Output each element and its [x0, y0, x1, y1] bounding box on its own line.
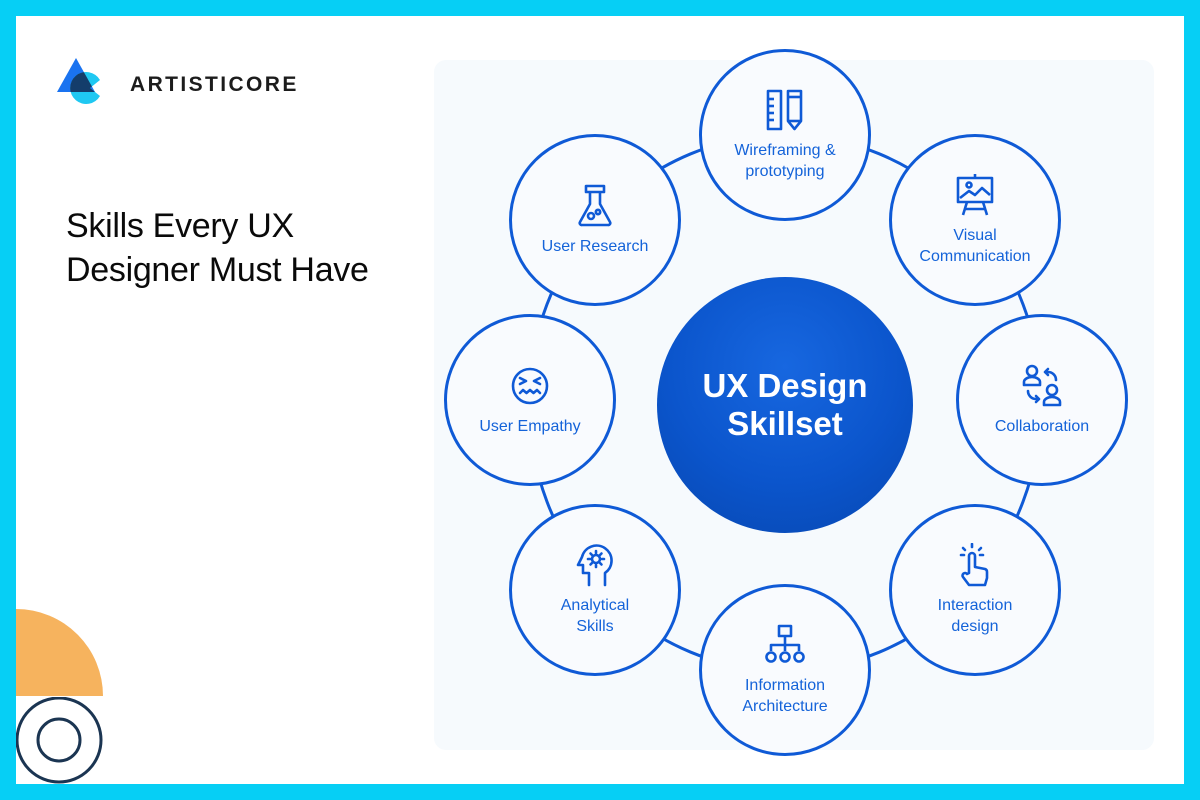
tap-hand-icon — [959, 543, 989, 587]
center-node-ux-design-skillset: UX Design Skillset — [657, 277, 913, 533]
flask-icon — [578, 184, 612, 226]
node-label: Skills — [576, 618, 614, 635]
center-title-line2: Skillset — [727, 405, 843, 442]
node-user-research: User Research — [509, 134, 681, 306]
easel-picture-icon — [956, 174, 994, 216]
node-information-architecture: Information Architecture — [699, 584, 871, 756]
node-interaction-design: Interaction design — [889, 504, 1061, 676]
node-label: Communication — [919, 248, 1031, 265]
ruler-pencil-icon — [766, 89, 803, 131]
node-collaboration: Collaboration — [956, 314, 1128, 486]
infographic-canvas: ARTISTICORE Skills Every UX Designer Mus… — [16, 16, 1184, 784]
decorative-concentric-rings-icon — [16, 697, 103, 784]
node-label: Visual — [953, 227, 997, 244]
distressed-face-icon — [511, 367, 549, 404]
node-label: design — [951, 618, 999, 635]
node-visual-communication: Visual Communication — [889, 134, 1061, 306]
node-wireframing: Wireframing & prototyping — [699, 49, 871, 221]
node-label: Information — [744, 677, 826, 694]
page-title: Skills Every UX Designer Must Have — [66, 207, 369, 289]
node-label: Collaboration — [994, 417, 1090, 435]
center-title-line1: UX Design — [702, 367, 868, 404]
brand-logo: ARTISTICORE — [56, 56, 299, 114]
node-label: User Research — [541, 237, 649, 255]
node-label: prototyping — [745, 163, 825, 180]
sitemap-icon — [765, 624, 805, 663]
node-label: Wireframing & — [734, 142, 836, 159]
brand-name: ARTISTICORE — [130, 73, 299, 96]
node-user-empathy: User Empathy — [444, 314, 616, 486]
people-exchange-icon — [1022, 364, 1062, 406]
node-label: User Empathy — [479, 417, 581, 435]
head-gear-icon — [576, 544, 613, 587]
node-label: Architecture — [742, 698, 828, 715]
artisticore-logo-icon — [57, 58, 100, 104]
node-label: Analytical — [560, 597, 630, 614]
node-label: Interaction — [937, 597, 1013, 614]
node-analytical-skills: Analytical Skills — [509, 504, 681, 676]
